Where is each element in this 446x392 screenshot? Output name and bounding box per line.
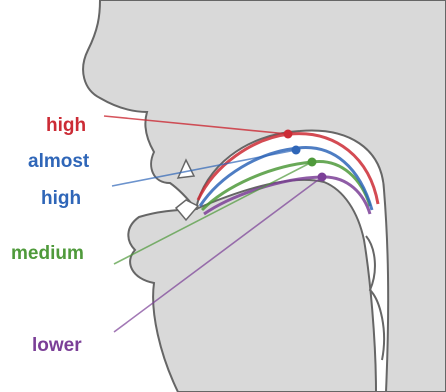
label-medium: medium xyxy=(11,243,84,264)
marker-high xyxy=(284,130,293,139)
label-almost-high-line1: almost xyxy=(28,151,90,172)
label-almost-high-line2: high xyxy=(41,188,81,209)
label-high: high xyxy=(46,115,86,136)
head-silhouette xyxy=(83,0,446,392)
label-lower: lower xyxy=(32,335,82,356)
marker-medium xyxy=(308,158,317,167)
marker-almost-high xyxy=(292,146,301,155)
marker-lower xyxy=(318,173,327,182)
